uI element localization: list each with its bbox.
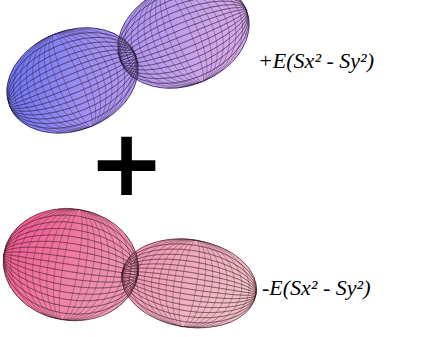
energy-term: +E(Sx² - Sy²) xyxy=(258,48,374,74)
plus-sign: + xyxy=(88,118,165,210)
energy-term: -E(Sx² - Sy²) xyxy=(262,275,370,301)
lower-surface xyxy=(0,194,268,337)
